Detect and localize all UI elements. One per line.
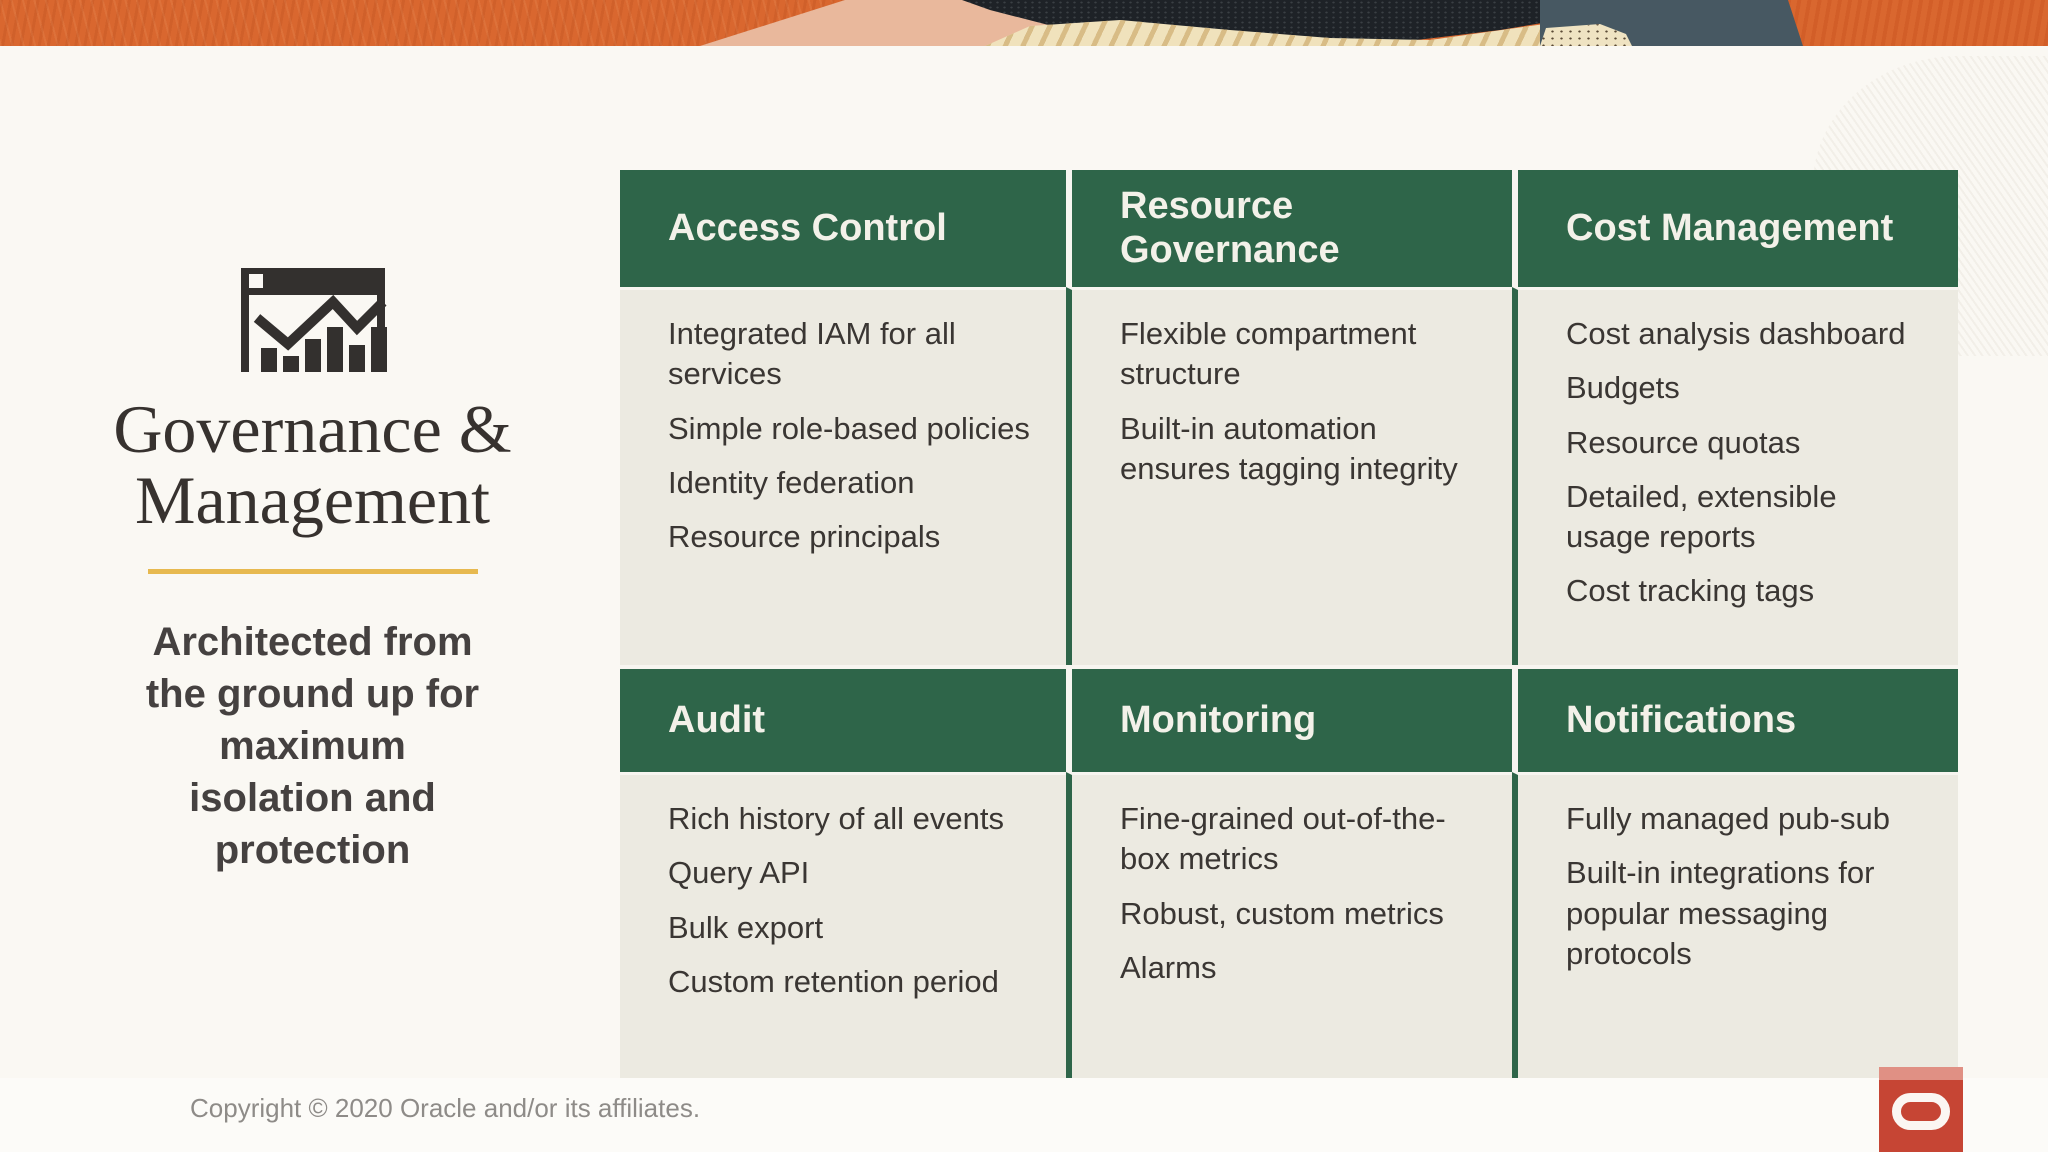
feature-item: Integrated IAM for all services [668, 316, 956, 392]
card-header-notifications: Notifications [1512, 665, 1958, 772]
copyright-text: Copyright © 2020 Oracle and/or its affil… [190, 1093, 701, 1123]
feature-item: Fully managed pub-sub [1566, 801, 1890, 836]
subtitle-line: isolation and [189, 775, 436, 820]
card-title: Notifications [1566, 698, 1797, 741]
subtitle-line: protection [214, 827, 411, 872]
oracle-o-icon [1892, 1093, 1950, 1130]
feature-item: Cost tracking tags [1566, 573, 1815, 609]
feature-item: Identity federation [668, 464, 915, 500]
feature-item: Built-in integrations for popular messag… [1566, 855, 1875, 971]
feature-item: Bulk export [668, 909, 824, 945]
feature-item: Resource principals [668, 519, 941, 555]
card-title: Cost Management [1566, 206, 1894, 249]
banner-cream-patch-shape [1540, 24, 1632, 46]
card-header-cost-management: Cost Management [1512, 170, 1958, 287]
card-header-monitoring: Monitoring [1066, 665, 1512, 772]
feature-item: Query API [668, 855, 810, 891]
title-underline [147, 568, 478, 574]
oracle-logo-highlight [1879, 1067, 1963, 1080]
feature-item: Custom retention period [668, 963, 999, 999]
oracle-logo [1879, 1067, 1963, 1152]
feature-item: Built-in automation ensures tagging inte… [1120, 410, 1458, 486]
slide-title: Governance & Management [113, 391, 512, 539]
feature-item: Flexible compartment structure [1120, 316, 1417, 392]
feature-item: Robust, custom metrics [1120, 895, 1444, 931]
slide-subtitle: Architected from the ground up for maximum… [55, 616, 570, 876]
left-panel: Governance & Management Architected from… [55, 260, 570, 876]
analytics-window-icon [240, 268, 387, 372]
card-title: Audit [668, 698, 766, 741]
feature-item: Resource quotas [1566, 424, 1801, 460]
card-header-access-control: Access Control [620, 170, 1066, 287]
card-header-resource-governance: Resource Governance [1066, 170, 1512, 287]
card-title: Monitoring [1120, 698, 1317, 741]
subtitle-line: Architected from [152, 619, 473, 664]
feature-item: Simple role-based policies [668, 410, 1030, 446]
banner-orange-right-shape [1788, 0, 2048, 46]
card-title: Resource Governance [1120, 185, 1340, 271]
feature-item: Rich history of all events [668, 801, 1004, 836]
subtitle-line: maximum [219, 723, 406, 768]
feature-item: Cost analysis dashboard [1566, 316, 1906, 351]
feature-item: Detailed, extensible usage reports [1566, 478, 1837, 555]
feature-item: Alarms [1120, 949, 1217, 985]
subtitle-line: the ground up for [145, 671, 480, 716]
card-header-audit: Audit [620, 665, 1066, 772]
decorative-banner [0, 0, 2048, 46]
feature-item: Fine-grained out-of-the-box metrics [1120, 801, 1446, 877]
feature-item: Budgets [1566, 370, 1680, 406]
footer-background [0, 1078, 2048, 1152]
card-title: Access Control [668, 206, 947, 249]
